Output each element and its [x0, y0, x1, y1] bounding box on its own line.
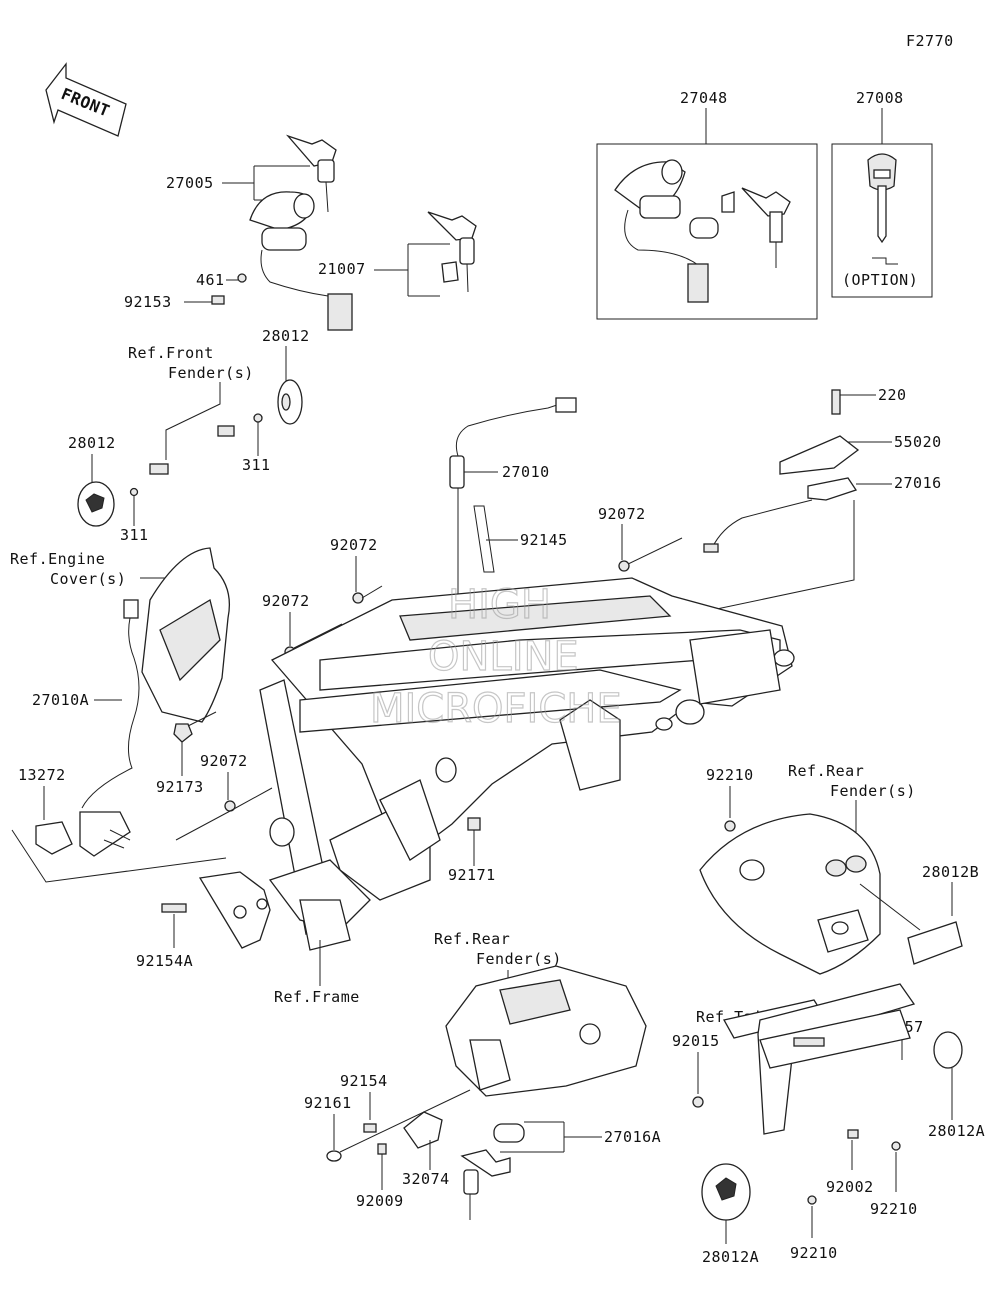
label-28012A-r: 28012A — [928, 1122, 985, 1140]
ignition-switch-icon — [249, 134, 353, 331]
label-13272: 13272 — [18, 766, 66, 784]
ref-frame: Ref.Frame — [274, 988, 360, 1006]
license-bracket-11057-icon — [757, 983, 916, 1135]
tie-92145-icon — [473, 505, 495, 573]
option-label: (OPTION) — [842, 271, 918, 289]
label-92210-c: 92210 — [790, 1244, 838, 1262]
label-92072-c: 92072 — [262, 592, 310, 610]
watermark-line-3: MICROFICHE — [370, 686, 622, 732]
label-28012B: 28012B — [922, 863, 979, 881]
kit-27048-box — [596, 143, 818, 320]
ref-front-fender-2: Fender(s) — [168, 364, 254, 382]
label-92009: 92009 — [356, 1192, 404, 1210]
label-92072-b: 92072 — [330, 536, 378, 554]
reflector-28012B-icon — [907, 921, 963, 965]
label-92171: 92171 — [448, 866, 496, 884]
label-220: 220 — [878, 386, 907, 404]
label-27048: 27048 — [680, 89, 728, 107]
label-311-b: 311 — [120, 526, 149, 544]
label-27008: 27008 — [856, 89, 904, 107]
ref-rear-fender-r1: Ref.Rear — [788, 762, 864, 780]
label-92210-b: 92210 — [870, 1200, 918, 1218]
reflector-28012A-right-icon — [933, 1031, 963, 1069]
key-blank-icon — [867, 153, 898, 265]
frame-assembly-icon — [259, 577, 795, 951]
seat-lock-icon — [703, 477, 858, 553]
seat-lock-27016A-icon — [460, 1123, 525, 1220]
ref-engine-cover-1: Ref.Engine — [10, 550, 105, 568]
label-28012-left: 28012 — [68, 434, 116, 452]
label-21007: 21007 — [318, 260, 366, 278]
label-92072-d: 92072 — [200, 752, 248, 770]
ref-rear-fender-r2: Fender(s) — [830, 782, 916, 800]
bracket-92154A-icon — [198, 871, 271, 949]
ref-rear-fender-c2: Fender(s) — [476, 950, 562, 968]
label-461: 461 — [196, 271, 225, 289]
washer-92161-icon — [326, 1150, 342, 1162]
label-92072-a: 92072 — [598, 505, 646, 523]
ref-rear-fender-c1: Ref.Rear — [434, 930, 510, 948]
label-27016: 27016 — [894, 474, 942, 492]
label-92145: 92145 — [520, 531, 568, 549]
label-92154A: 92154A — [136, 952, 193, 970]
ref-engine-cover-2: Cover(s) — [50, 570, 126, 588]
watermark-line-1: HIGH — [448, 582, 551, 628]
ref-front-fender-1: Ref.Front — [128, 344, 214, 362]
engine-cover-icon — [141, 547, 231, 723]
label-92015: 92015 — [672, 1032, 720, 1050]
label-27005: 27005 — [166, 174, 214, 192]
label-28012-top: 28012 — [262, 327, 310, 345]
reflector-icon — [277, 379, 303, 425]
label-311-a: 311 — [242, 456, 271, 474]
ignition-switch-kit-icon — [614, 159, 791, 303]
rear-fender-center-icon — [445, 965, 647, 1097]
label-27010A: 27010A — [32, 691, 89, 709]
label-55020: 55020 — [894, 433, 942, 451]
label-27016A: 27016A — [604, 1128, 661, 1146]
grommet-92173-icon — [173, 723, 193, 743]
tie-a-icon — [623, 537, 683, 567]
label-92161: 92161 — [304, 1094, 352, 1112]
label-92154: 92154 — [340, 1072, 388, 1090]
front-arrow-icon: FRONT — [45, 62, 127, 137]
label-92173: 92173 — [156, 778, 204, 796]
cover-55020-icon — [779, 435, 860, 475]
label-28012A-b: 28012A — [702, 1248, 759, 1266]
bracket-32074-icon — [403, 1111, 443, 1149]
reflector-left-icon — [77, 481, 115, 527]
figure-code: F2770 — [906, 32, 954, 50]
label-27010: 27010 — [502, 463, 550, 481]
label-32074: 32074 — [402, 1170, 450, 1188]
rear-fender-right-icon — [699, 813, 881, 975]
label-92210-a: 92210 — [706, 766, 754, 784]
plate-13272-icon — [35, 821, 73, 855]
sensor-27010-icon — [449, 397, 577, 600]
sensor-27010A-icon — [79, 599, 140, 857]
watermark-line-2: ONLINE — [428, 634, 579, 680]
label-92002: 92002 — [826, 1178, 874, 1196]
keys-21007-icon — [427, 211, 477, 293]
label-92153: 92153 — [124, 293, 172, 311]
